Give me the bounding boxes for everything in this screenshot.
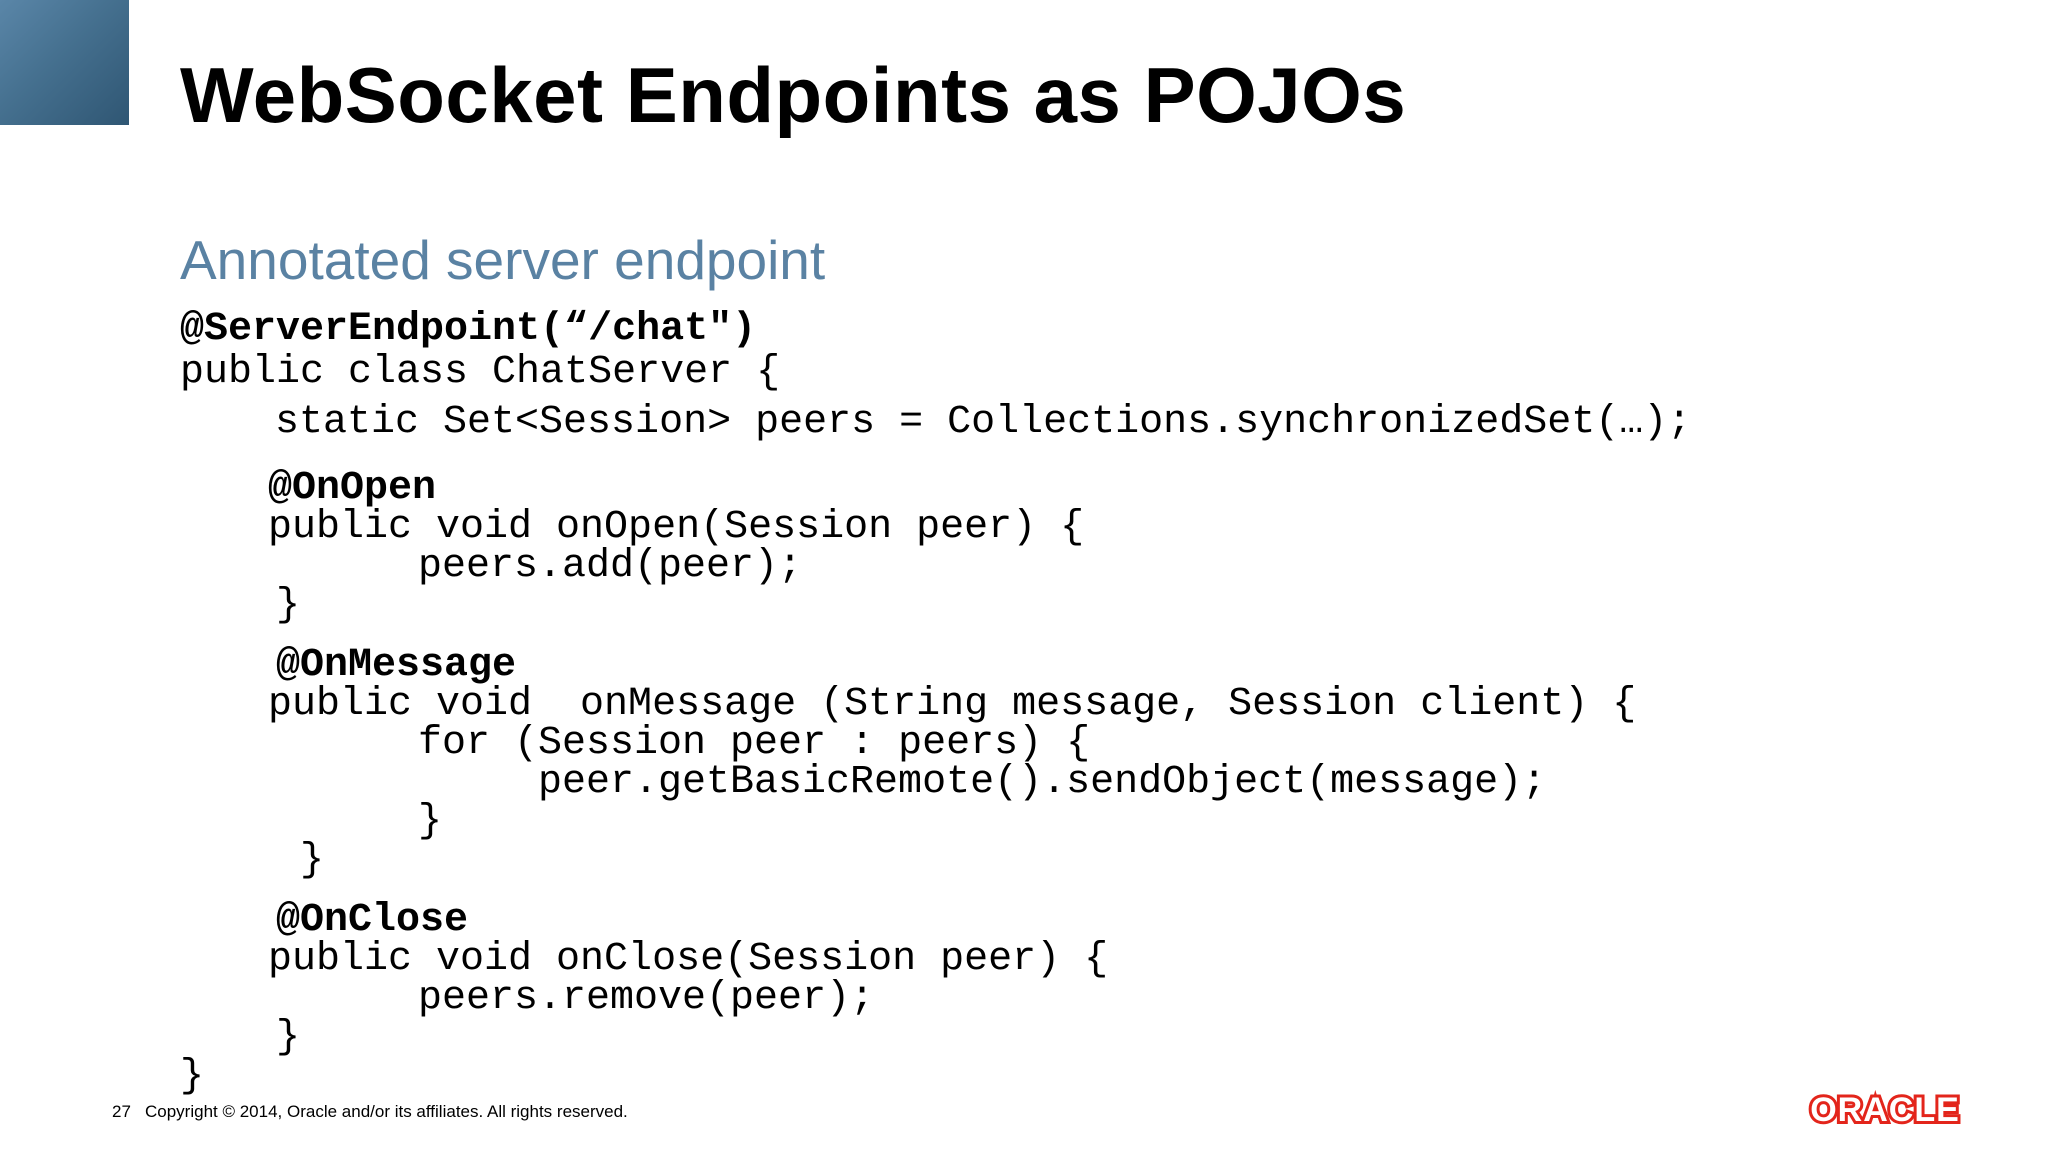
code-line: @OnOpen [268, 466, 437, 511]
code-line: } [180, 1054, 205, 1099]
code-line: } [276, 583, 301, 628]
corner-accent-block [0, 0, 129, 125]
code-line: @ServerEndpoint(“/chat") [180, 307, 757, 352]
code-line: @OnMessage [276, 643, 517, 688]
code-line: } [300, 838, 325, 883]
code-line: public class ChatServer { [180, 350, 781, 395]
slide-subtitle: Annotated server endpoint [180, 229, 826, 291]
code-line: } [276, 1015, 301, 1060]
page-number: 27 [112, 1102, 131, 1121]
copyright-notice: Copyright © 2014, Oracle and/or its affi… [145, 1102, 628, 1121]
code-line: peers.remove(peer); [418, 976, 875, 1021]
oracle-logo-text: ORACLE [1810, 1091, 1960, 1129]
code-line: } [418, 799, 443, 844]
code-line: static Set<Session> peers = Collections.… [275, 400, 1692, 445]
code-line: for (Session peer : peers) { [418, 721, 1091, 766]
oracle-logo: ORACLE ORACLE [1780, 1090, 1990, 1130]
code-line: public void onMessage (String message, S… [268, 682, 1637, 727]
oracle-logo-text-inner: ORACLE [1810, 1091, 1960, 1129]
slide-title: WebSocket Endpoints as POJOs [180, 51, 1407, 139]
code-line: @OnClose [276, 898, 469, 943]
code-line: public void onOpen(Session peer) { [268, 505, 1085, 550]
code-line: peers.add(peer); [418, 544, 803, 589]
code-line: public void onClose(Session peer) { [268, 937, 1109, 982]
code-line: peer.getBasicRemote().sendObject(message… [538, 760, 1547, 805]
